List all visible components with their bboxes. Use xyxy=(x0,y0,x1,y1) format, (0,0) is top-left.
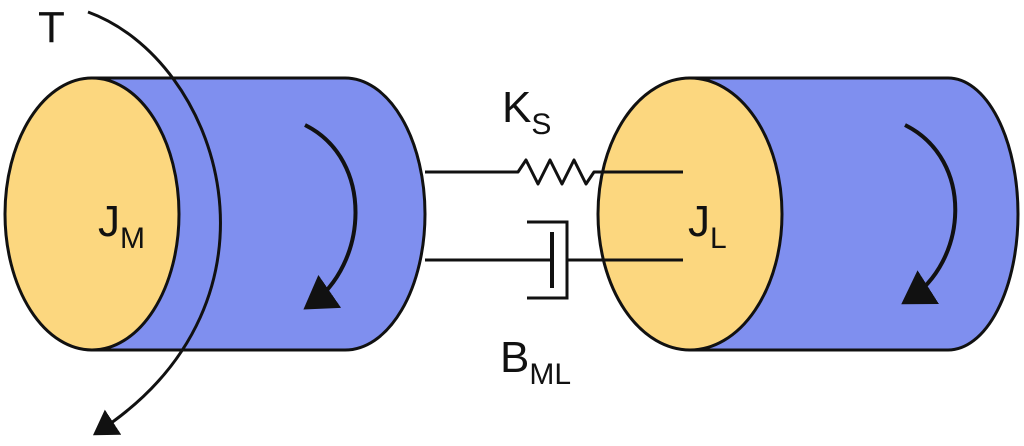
spring-icon xyxy=(425,158,683,186)
load-cylinder xyxy=(596,76,1020,352)
spring-coupling xyxy=(425,158,683,186)
motor-rotation-arrow-icon xyxy=(303,123,358,310)
load-inertia-label-main: J xyxy=(688,197,710,246)
damper-coupling xyxy=(425,220,683,300)
motor-cylinder xyxy=(3,76,427,352)
spring-label-sub: S xyxy=(531,108,551,141)
spring-label-main: K xyxy=(502,83,531,132)
motor-cylinder-face xyxy=(3,76,181,352)
torque-label: T xyxy=(38,3,65,52)
load-inertia-label: JL xyxy=(688,197,727,255)
load-inertia-label-sub: L xyxy=(710,222,727,255)
motor-inertia-label-sub: M xyxy=(120,222,145,255)
motor-inertia-label-main: J xyxy=(98,197,120,246)
motor-inertia-label: JM xyxy=(98,197,145,255)
damper-label: BML xyxy=(500,333,571,391)
load-cylinder-face xyxy=(596,76,784,352)
damper-label-sub: ML xyxy=(529,358,571,391)
damper-label-main: B xyxy=(500,333,529,382)
torque-arrow-icon xyxy=(87,10,222,436)
motor-cylinder-body xyxy=(90,76,427,352)
spring-label: KS xyxy=(502,83,551,141)
load-rotation-arrow-icon xyxy=(901,123,958,305)
